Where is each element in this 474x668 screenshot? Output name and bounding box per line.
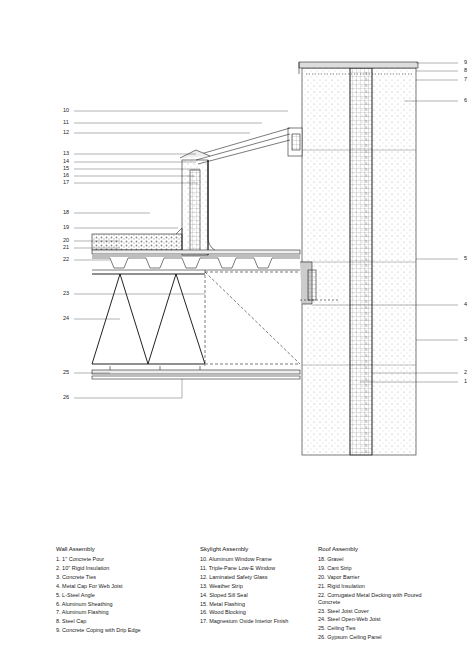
callout-number: 16	[62, 172, 70, 179]
callout-number: 22	[62, 256, 70, 263]
callout-number: 9	[463, 59, 468, 66]
key-item: 16. Wood Blocking	[200, 609, 312, 616]
callout-number: 2	[463, 369, 468, 376]
key-item: 15. Metal Flashing	[200, 601, 312, 608]
key-item: 18. Gravel	[318, 556, 430, 563]
callout-number: 4	[463, 301, 468, 308]
key-item: 12. Laminated Safety Glass	[200, 574, 312, 581]
callout-number: 25	[62, 369, 70, 376]
callout-number: 8	[463, 67, 468, 74]
key-item: 7. Aluminum Flashing	[56, 609, 168, 616]
callout-number: 24	[62, 315, 70, 322]
callout-number: 15	[62, 165, 70, 172]
callout-number: 11	[62, 119, 70, 126]
key-item: 19. Cant Strip	[318, 565, 430, 572]
key-item: 24. Steel Open-Web Joist	[318, 616, 430, 623]
key-item: 13. Weather Strip	[200, 583, 312, 590]
key-item: 5. L-Steel Angle	[56, 592, 168, 599]
callout-number: 14	[62, 158, 70, 165]
key-heading: Skylight Assembly	[200, 546, 248, 553]
callout-number: 20	[62, 237, 70, 244]
callout-number: 1	[463, 378, 468, 385]
callout-number: 21	[62, 244, 70, 251]
key-item: 14. Sloped Sill Seal	[200, 592, 312, 599]
callout-number: 3	[463, 336, 468, 343]
callout-number: 23	[62, 290, 70, 297]
key-heading: Wall Assembly	[56, 546, 95, 553]
callout-number: 18	[62, 209, 70, 216]
callout-number: 26	[62, 394, 70, 401]
key-item: 6. Aluminum Sheathing	[56, 601, 168, 608]
callout-number: 10	[62, 107, 70, 114]
key-item: 10. Aluminum Window Frame	[200, 556, 312, 563]
callout-number: 12	[62, 129, 70, 136]
callout-number: 6	[463, 97, 468, 104]
key-item: 1. 1" Concrete Pour	[56, 556, 168, 563]
callout-number: 7	[463, 76, 468, 83]
key-item: 4. Metal Cap For Web Joist	[56, 583, 168, 590]
key-item: 22. Corrugated Metal Decking with Poured…	[318, 592, 430, 606]
key-item: 9. Concrete Coping with Drip Edge	[56, 627, 168, 634]
key-item: 2. 10" Rigid Insulation	[56, 565, 168, 572]
callout-number: 13	[62, 150, 70, 157]
key-item: 3. Concrete Ties	[56, 574, 168, 581]
key-item: 21. Rigid Insulation	[318, 583, 430, 590]
key-item: 25. Ceiling Ties	[318, 625, 430, 632]
key-item: 23. Steel Joist Cover	[318, 608, 430, 615]
callout-number: 5	[463, 255, 468, 262]
key-item: 8. Steel Cap	[56, 618, 168, 625]
key-item: 26. Gypsum Ceiling Panel	[318, 634, 430, 641]
key-heading: Roof Assembly	[318, 546, 358, 553]
key-item: 20. Vapor Barrier	[318, 574, 430, 581]
key-item: 11. Triple-Pane Low-E Window	[200, 565, 312, 572]
callout-number: 17	[62, 179, 70, 186]
key-item: 17. Magnesium Oxide Interior Finish	[200, 618, 312, 625]
callout-number: 19	[62, 224, 70, 231]
